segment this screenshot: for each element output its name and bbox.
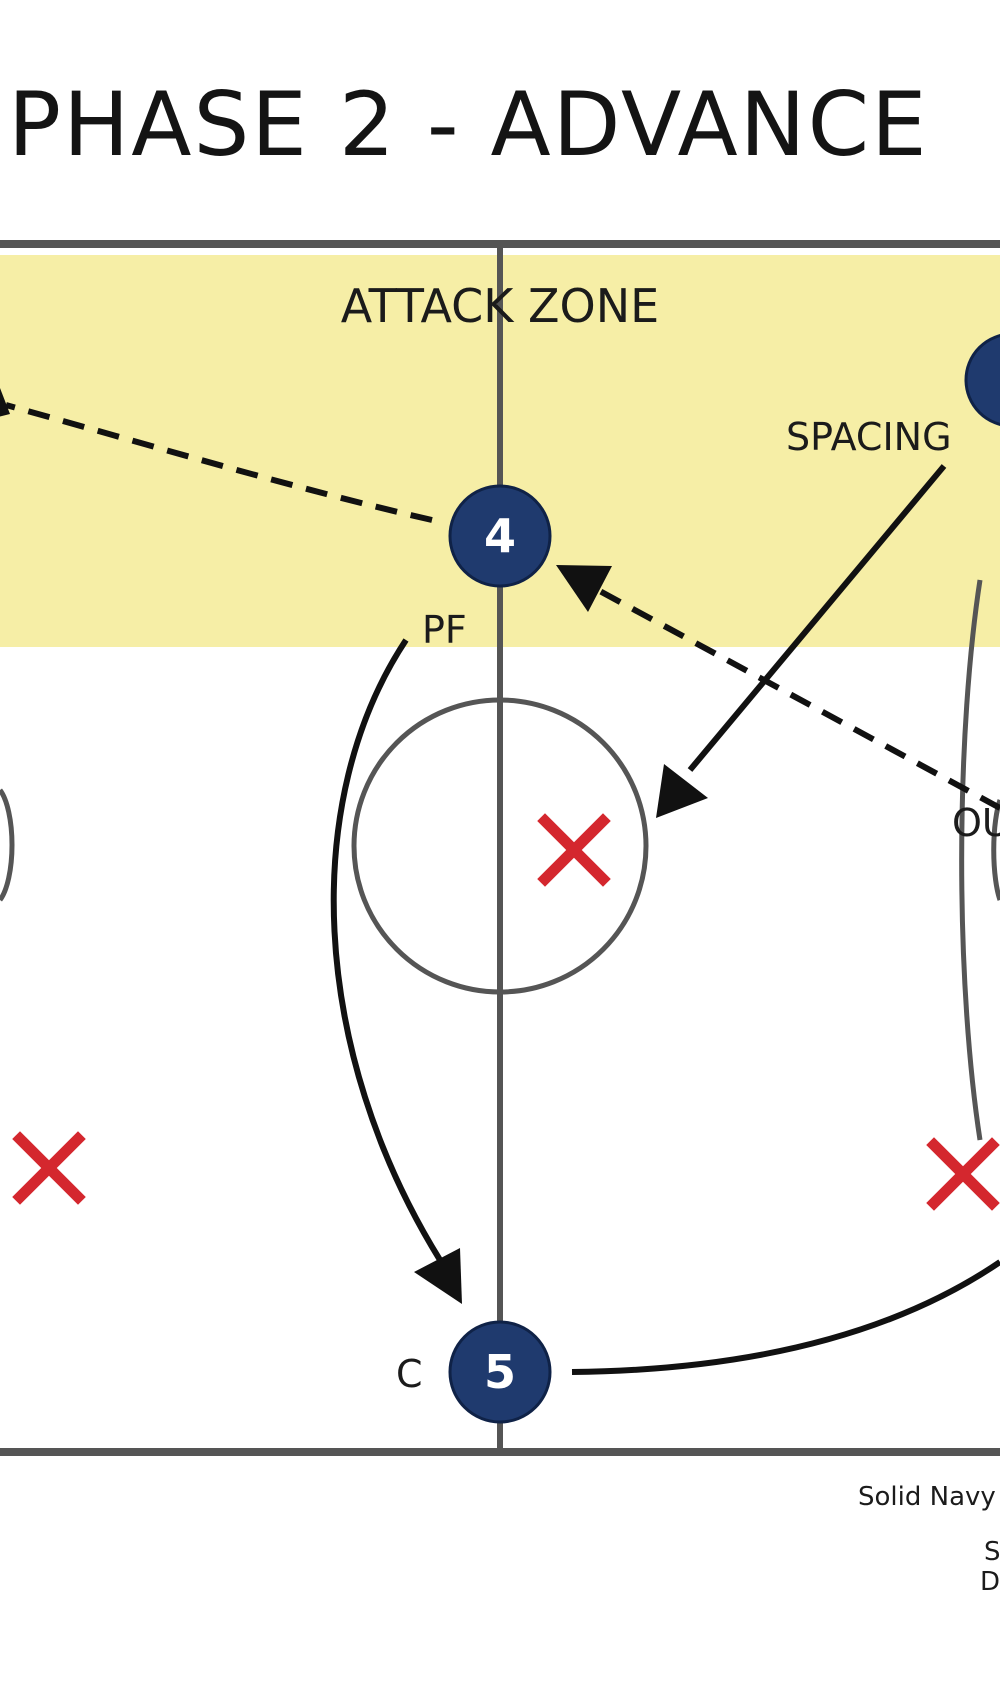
defender-x-center [537, 813, 611, 887]
left-key-arc [0, 788, 15, 902]
pass-arrow-left-head [0, 388, 10, 417]
pf-label: PF [422, 608, 467, 652]
legend-line-2: S [984, 1537, 1000, 1567]
c-label: C [396, 1352, 423, 1396]
spacing-label: SPACING [786, 415, 952, 459]
right-partial-label: OU [952, 801, 1000, 845]
player-4-number: 4 [484, 509, 516, 563]
player-5-number: 5 [484, 1345, 516, 1399]
pf-cut-arrow [330, 638, 443, 1262]
legend-line-3: D [980, 1567, 1000, 1597]
center-circle [351, 697, 649, 995]
c-cut-arrow [571, 1259, 1000, 1375]
player-top-right-partial [964, 334, 1000, 426]
diagram-title: PHASE 2 - ADVANCE [8, 73, 929, 176]
legend-line-1: Solid Navy [858, 1482, 996, 1512]
player-5-marker [448, 1320, 552, 1424]
spacing-cut-arrow-head [656, 764, 708, 818]
pass-arrow-to-4 [583, 580, 1000, 811]
pf-cut-arrow-head [414, 1248, 462, 1304]
pass-arrow-left [5, 402, 433, 523]
player-4-marker [448, 484, 552, 588]
right-three-point-arc [959, 579, 983, 1141]
attack-zone-label: ATTACK ZONE [341, 279, 659, 333]
pass-arrow-to-4-head [556, 565, 612, 612]
defender-x-left [12, 1131, 86, 1205]
defender-x-right [926, 1137, 1000, 1211]
spacing-cut-arrow [687, 464, 947, 772]
right-key-arc [991, 799, 1000, 901]
